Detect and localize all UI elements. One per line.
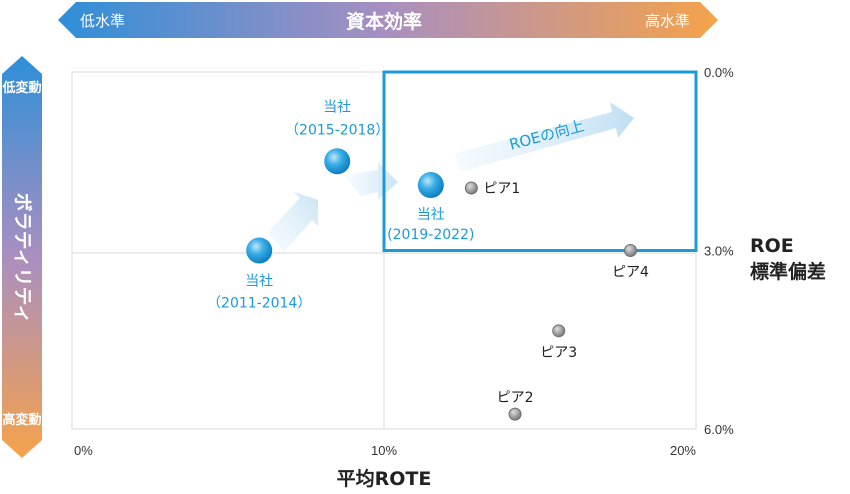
trend-arrow-2 <box>345 162 398 200</box>
company-name-label: 当社 <box>323 99 351 115</box>
company-period-label: (2019-2022) <box>387 227 474 243</box>
peer-label: ピア3 <box>540 345 577 361</box>
trend-arrow-1 <box>268 192 318 252</box>
peer-point <box>508 407 522 421</box>
y-axis-ticks: 0.0% 3.0% 6.0% <box>704 65 734 437</box>
x-axis-title: 平均ROTE <box>337 467 432 490</box>
y-axis-title-line2: 標準偏差 <box>750 260 826 283</box>
x-tick-label: 10% <box>371 443 397 458</box>
side-arrow <box>2 56 42 458</box>
company-name-label: 当社 <box>417 207 445 223</box>
x-axis-ticks: 0% 10% 20% <box>74 443 696 458</box>
peer-point <box>552 324 566 338</box>
peer-label: ピア4 <box>612 265 649 281</box>
y-tick-label: 3.0% <box>704 244 734 259</box>
header-left-label: 低水準 <box>80 12 125 30</box>
target-zone-box <box>382 70 698 252</box>
roe-improvement-label: ROEの向上 <box>507 117 586 154</box>
peer-label: ピア1 <box>483 181 520 197</box>
header-title: 資本効率 <box>346 10 422 33</box>
peer-label: ピア2 <box>497 390 534 406</box>
y-tick-label: 0.0% <box>704 65 734 80</box>
company-period-label: （2011-2014） <box>207 296 311 312</box>
header-right-label: 高水準 <box>645 12 690 30</box>
company-point <box>324 148 351 175</box>
peer-points: ピア1 ピア2 ピア3 ピア4 <box>464 181 649 421</box>
company-point <box>246 237 273 264</box>
side-bottom-label: 高変動 <box>2 412 41 428</box>
company-period-label: （2015-2018） <box>285 122 389 138</box>
header-arrow <box>58 2 718 38</box>
side-title: ボラティリティ <box>12 193 34 324</box>
x-tick-label: 0% <box>74 443 93 458</box>
y-axis-title-line1: ROE <box>750 235 794 257</box>
volatility-side-band: 低変動 ボラティリティ 高変動 <box>1 56 42 458</box>
company-points: 当社 （2011-2014） 当社 （2015-2018） 当社 (2019-2022) <box>207 99 474 311</box>
peer-point <box>623 244 637 257</box>
company-point <box>417 172 444 199</box>
peer-point <box>464 181 478 195</box>
company-name-label: 当社 <box>245 274 273 290</box>
capital-efficiency-header: 低水準 資本効率 高水準 <box>58 2 718 38</box>
x-tick-label: 20% <box>670 443 696 458</box>
roe-improvement-arrow <box>455 102 634 172</box>
y-tick-label: 6.0% <box>704 422 734 437</box>
side-top-label: 低変動 <box>1 80 41 96</box>
